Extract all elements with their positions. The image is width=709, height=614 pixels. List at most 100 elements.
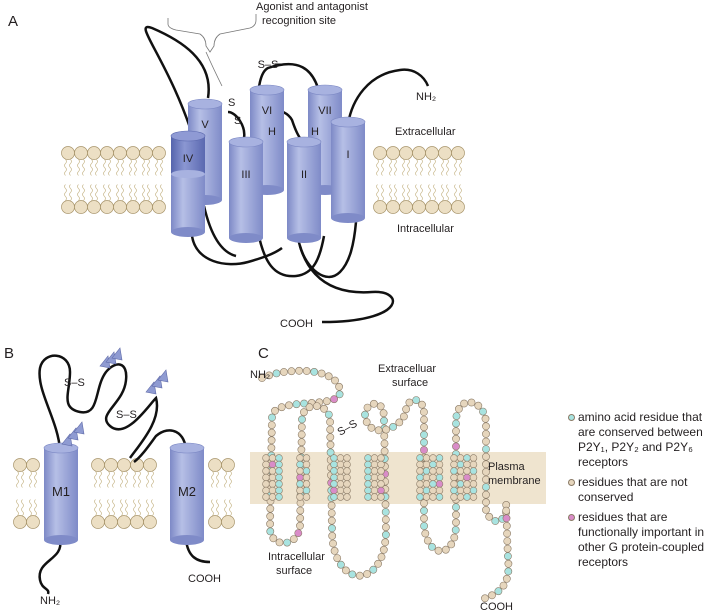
residue-bead xyxy=(381,530,390,539)
cooh-label-c: COOH xyxy=(480,601,513,613)
residue-bead xyxy=(275,460,283,469)
residue-bead xyxy=(469,467,478,475)
nh2-label-c: NH₂ xyxy=(250,369,270,381)
residue-bead xyxy=(296,493,304,501)
helix-m2: M2 xyxy=(169,442,205,545)
residue-bead xyxy=(482,483,490,491)
residue-bead xyxy=(289,535,298,543)
residue-bead xyxy=(297,423,306,431)
residue-bead xyxy=(330,473,338,482)
lipid-tail xyxy=(133,499,136,516)
residue-bead xyxy=(463,486,471,495)
residue-bead xyxy=(296,473,304,482)
residue-bead xyxy=(435,480,444,488)
residue-bead xyxy=(482,460,490,469)
residue-bead xyxy=(435,486,444,495)
residue-bead xyxy=(369,399,378,408)
residue-bead xyxy=(361,410,369,419)
conserved-dot-icon xyxy=(568,414,575,421)
lipid-tail xyxy=(441,184,444,201)
lipid-tail xyxy=(433,159,436,176)
residue-bead xyxy=(420,514,428,523)
lipid-tail xyxy=(108,184,111,201)
residue-bead xyxy=(456,460,465,469)
residue-bead xyxy=(429,454,437,462)
residue-bead xyxy=(460,399,468,408)
lipid-head xyxy=(451,146,465,160)
extracellular-label-c-1: Extracelluar xyxy=(378,363,436,375)
residue-bead xyxy=(327,516,336,525)
residue-bead xyxy=(343,480,351,488)
residue-chain xyxy=(258,366,513,603)
residue-bead xyxy=(330,454,338,462)
lipid-head xyxy=(412,200,426,214)
residue-bead xyxy=(416,486,424,495)
residue-bead xyxy=(502,522,511,530)
lipid-head xyxy=(91,458,105,472)
residue-bead xyxy=(452,427,460,436)
residue-bead xyxy=(456,454,465,462)
residue-bead xyxy=(463,480,471,488)
residue-bead xyxy=(296,514,305,523)
residue-bead xyxy=(502,514,511,523)
residue-bead xyxy=(482,505,490,514)
lipid-head xyxy=(438,146,452,160)
residue-bead xyxy=(450,493,458,501)
residue-bead xyxy=(266,512,275,521)
residue-bead xyxy=(379,545,388,554)
lipid-tail xyxy=(134,159,137,176)
cooh-label-a: COOH xyxy=(280,318,313,330)
lipid-tail xyxy=(99,499,102,516)
residue-bead xyxy=(370,473,379,482)
helix-label-vii: VII xyxy=(318,105,331,117)
disulfide-label-a-top: S–S xyxy=(258,59,279,71)
residue-bead xyxy=(450,480,458,488)
residue-bead xyxy=(379,409,388,418)
residue-bead xyxy=(374,559,382,568)
residue-bead xyxy=(336,486,345,495)
residue-bead xyxy=(377,467,385,475)
residue-bead xyxy=(428,543,436,551)
residue-bead xyxy=(422,460,431,469)
helix-iv: IV xyxy=(170,130,206,237)
lipid-tail xyxy=(16,471,19,488)
lipid-tail xyxy=(29,499,32,516)
residue-bead xyxy=(420,415,428,424)
lipid-tail xyxy=(155,184,158,201)
lipid-tail xyxy=(77,184,80,201)
residue-bead xyxy=(364,454,372,462)
residue-bead xyxy=(482,452,490,461)
residue-bead xyxy=(369,565,378,574)
residue-bead xyxy=(296,521,304,530)
residue-bead xyxy=(330,486,338,495)
lipid-head xyxy=(26,458,40,472)
lipid-tail xyxy=(211,471,214,488)
residue-bead xyxy=(377,553,386,561)
lipid-tail xyxy=(454,159,457,176)
residue-bead xyxy=(463,493,471,501)
lipid-tail xyxy=(381,184,384,201)
residue-bead xyxy=(482,422,490,431)
lipid-bilayer-b xyxy=(13,458,235,529)
lipid-head xyxy=(87,200,101,214)
residue-bead xyxy=(370,480,379,488)
residue-bead xyxy=(312,402,321,410)
site-label-line2: recognition site xyxy=(262,15,336,27)
residue-bead xyxy=(399,412,408,421)
residue-bead xyxy=(268,486,277,495)
residue-bead xyxy=(482,490,490,499)
residue-bead xyxy=(441,545,450,554)
lipid-tail xyxy=(116,184,119,201)
residue-bead xyxy=(456,467,465,475)
residue-bead xyxy=(456,493,465,501)
residue-bead xyxy=(327,501,336,510)
residue-bead xyxy=(364,493,372,501)
residue-bead xyxy=(277,403,286,412)
lipid-tail xyxy=(402,159,405,176)
residue-bead xyxy=(380,447,389,456)
lipid-head xyxy=(117,515,131,529)
lipid-head xyxy=(13,458,27,472)
residue-bead xyxy=(450,473,458,482)
lipid-bilayer-a xyxy=(61,146,465,214)
residue-bead xyxy=(296,480,304,488)
